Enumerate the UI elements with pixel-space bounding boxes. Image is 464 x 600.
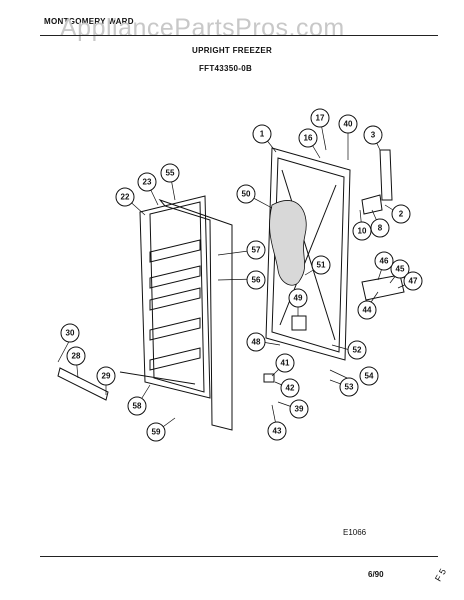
svg-text:46: 46: [380, 257, 389, 266]
callout-51: 51: [311, 255, 331, 275]
callout-45: 45: [390, 259, 410, 279]
hinge-bracket: [361, 194, 383, 215]
svg-text:1: 1: [260, 130, 265, 139]
callout-39: 39: [289, 399, 309, 419]
callout-58: 58: [127, 396, 147, 416]
callout-47: 47: [403, 271, 423, 291]
svg-text:2: 2: [399, 210, 404, 219]
callout-48: 48: [246, 332, 266, 352]
watermark: AppliancePartsPros.com: [60, 14, 345, 42]
svg-text:8: 8: [378, 224, 383, 233]
svg-text:50: 50: [242, 190, 251, 199]
svg-text:41: 41: [281, 359, 290, 368]
toe-rail: [119, 371, 196, 385]
svg-text:39: 39: [295, 405, 304, 414]
svg-text:30: 30: [66, 329, 75, 338]
callout-10: 10: [352, 221, 372, 241]
callout-59: 59: [146, 422, 166, 442]
callout-55: 55: [160, 163, 180, 183]
callout-54: 54: [359, 366, 379, 386]
svg-text:3: 3: [371, 131, 376, 140]
callout-56: 56: [246, 270, 266, 290]
model-number: FFT43350-0B: [199, 64, 253, 73]
svg-text:29: 29: [102, 372, 111, 381]
svg-text:58: 58: [133, 402, 142, 411]
svg-text:45: 45: [396, 265, 405, 274]
callout-29: 29: [96, 366, 116, 386]
callout-46: 46: [374, 251, 394, 271]
kick-plate: [57, 367, 109, 401]
insulation-pad: [269, 200, 307, 286]
outer-door-panel: [265, 147, 351, 361]
svg-text:51: 51: [317, 261, 326, 270]
svg-text:42: 42: [286, 384, 295, 393]
svg-text:49: 49: [294, 294, 303, 303]
callout-30: 30: [60, 323, 80, 343]
svg-text:40: 40: [344, 120, 353, 129]
svg-text:17: 17: [316, 114, 325, 123]
callout-1: 1: [252, 124, 272, 144]
svg-text:53: 53: [345, 383, 354, 392]
callout-23: 23: [137, 172, 157, 192]
callout-57: 57: [246, 240, 266, 260]
revision-date: 6/90: [368, 570, 384, 579]
svg-text:23: 23: [143, 178, 152, 187]
callout-50: 50: [236, 184, 256, 204]
callout-3: 3: [363, 125, 383, 145]
callout-49: 49: [288, 288, 308, 308]
callout-43: 43: [267, 421, 287, 441]
callout-8: 8: [370, 218, 390, 238]
door-gasket: [158, 198, 233, 431]
callout-16: 16: [298, 128, 318, 148]
svg-text:44: 44: [363, 306, 372, 315]
leader-lines: [57, 117, 414, 433]
callout-42: 42: [280, 378, 300, 398]
svg-text:56: 56: [252, 276, 261, 285]
callout-44: 44: [357, 300, 377, 320]
lower-hinge: [263, 373, 275, 383]
brand-name: MONTGOMERY WARD: [44, 17, 134, 26]
callout-2: 2: [391, 204, 411, 224]
diagram-title: UPRIGHT FREEZER: [192, 46, 273, 55]
svg-text:22: 22: [121, 193, 130, 202]
callout-28: 28: [66, 346, 86, 366]
callout-41: 41: [275, 353, 295, 373]
callout-53: 53: [339, 377, 359, 397]
footer-rule: [40, 556, 438, 557]
svg-text:43: 43: [273, 427, 282, 436]
vent-grille: [291, 315, 307, 331]
svg-text:59: 59: [152, 428, 161, 437]
svg-text:54: 54: [365, 372, 374, 381]
callout-52: 52: [347, 340, 367, 360]
svg-text:28: 28: [72, 352, 81, 361]
svg-text:57: 57: [252, 246, 261, 255]
callout-17: 17: [310, 108, 330, 128]
svg-text:52: 52: [353, 346, 362, 355]
callout-22: 22: [115, 187, 135, 207]
svg-text:48: 48: [252, 338, 261, 347]
door-liner: [139, 195, 211, 399]
header-rule: [40, 35, 438, 36]
lock-bracket: [361, 274, 405, 301]
door-handle: [379, 149, 393, 201]
svg-text:16: 16: [304, 134, 313, 143]
callout-40: 40: [338, 114, 358, 134]
svg-text:55: 55: [166, 169, 175, 178]
diagram-code: E1066: [343, 528, 367, 537]
svg-text:47: 47: [409, 277, 418, 286]
svg-text:10: 10: [358, 227, 367, 236]
